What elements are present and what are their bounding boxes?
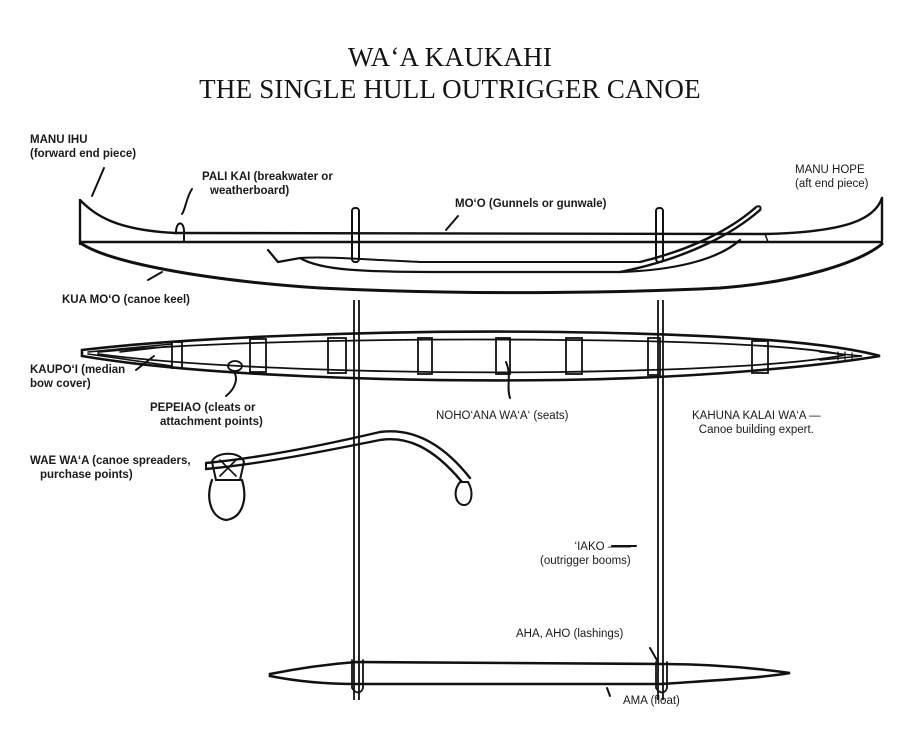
label-aha-aho: AHA, AHO (lashings) <box>516 627 623 641</box>
leader-kua-mo-o <box>147 271 163 281</box>
spreader-loop-right <box>454 481 473 507</box>
leader-pepeiao <box>225 371 237 397</box>
aha-lashing-aft <box>655 661 668 694</box>
seat-frames <box>171 337 769 376</box>
leader-mo-o <box>445 215 459 231</box>
spreader-bar <box>204 430 472 480</box>
label-noho-ana: NOHO‘ANA WA‘A‘ (seats) <box>436 409 568 423</box>
label-pali-kai: PALI KAI (breakwater or weatherboard) <box>202 170 333 198</box>
spreader-loop-left <box>208 478 246 522</box>
label-wae-waa: WAE WA‘A (canoe spreaders, purchase poin… <box>30 454 191 482</box>
leader-lines <box>91 167 659 697</box>
label-mo-o: MO‘O (Gunnels or gunwale) <box>455 197 606 211</box>
pepeiao-cleat <box>227 360 243 372</box>
label-pepeiao-name: PEPEIAO (cleats or <box>150 402 256 414</box>
label-ama-name: AMA (float) <box>623 695 680 707</box>
manu-hope-shape <box>763 196 884 242</box>
wae-waa-detail <box>204 430 473 522</box>
leader-kaupo-i <box>135 355 155 371</box>
label-kahuna-desc: Canoe building expert. <box>698 424 814 436</box>
label-wae-waa-name: WAE WA‘A (canoe spreaders, <box>30 455 191 467</box>
label-pepeiao-desc: attachment points) <box>160 416 263 428</box>
leader-pali-kai <box>181 188 193 215</box>
label-kaupo-i: KAUPO‘I (median bow cover) <box>30 363 125 391</box>
label-kaupo-i-desc: bow cover) <box>30 378 91 390</box>
label-kahuna: KAHUNA KALAI WA‘A — Canoe building exper… <box>692 409 821 437</box>
label-manu-hope-name: MANU HOPE <box>795 164 865 176</box>
label-kaupo-i-name: KAUPO‘I (median <box>30 364 126 376</box>
hull-inner-top <box>97 338 846 374</box>
iako-booms <box>353 300 664 700</box>
leader-aha-aho <box>649 647 659 663</box>
label-kahuna-name: KAHUNA KALAI WA‘A — <box>692 410 821 422</box>
hull-bottom <box>80 242 884 295</box>
hull-outline-top <box>80 330 881 382</box>
label-manu-ihu-desc: (forward end piece) <box>30 148 137 160</box>
label-noho-ana-name: NOHO‘ANA WA‘A‘ (seats) <box>436 410 569 422</box>
label-kua-mo-o-name: KUA MO‘O (canoe keel) <box>62 294 191 306</box>
ama-float <box>268 659 791 694</box>
label-aha-aho-name: AHA, AHO (lashings) <box>516 628 624 640</box>
leader-ama <box>606 687 611 697</box>
diagram-title-english: THE SINGLE HULL OUTRIGGER CANOE <box>199 74 701 104</box>
gunwale-top <box>173 231 767 236</box>
leader-manu-ihu <box>91 167 105 197</box>
label-mo-o-name: MO‘O (Gunnels or gunwale) <box>455 198 607 210</box>
label-manu-hope: MANU HOPE (aft end piece) <box>795 163 869 191</box>
label-manu-ihu: MANU IHU (forward end piece) <box>30 133 136 161</box>
label-kua-mo-o: KUA MO‘O (canoe keel) <box>62 293 190 307</box>
label-iako-desc: (outrigger booms) <box>540 555 631 567</box>
pali-kai-shape <box>175 222 185 243</box>
leader-noho-ana <box>505 361 511 399</box>
diagram-title-hawaiian: WA‘A KAUKAHI <box>347 42 553 72</box>
label-pali-kai-desc: weatherboard) <box>210 185 290 197</box>
label-iako-name: ‘IAKO —— <box>574 541 631 553</box>
spreader-knot <box>210 452 246 481</box>
ama-outline <box>268 660 791 686</box>
aha-lashing-forward <box>351 659 364 694</box>
label-wae-waa-desc: purchase points) <box>40 469 133 481</box>
label-iako: ‘IAKO —— (outrigger booms) <box>540 540 631 568</box>
inner-sheer <box>266 238 742 274</box>
manu-ihu-shape <box>78 198 177 240</box>
label-manu-ihu-name: MANU IHU <box>30 134 88 146</box>
canoe-side-view <box>78 196 884 295</box>
label-pepeiao: PEPEIAO (cleats or attachment points) <box>150 401 263 429</box>
kaupoi-shape <box>87 343 173 367</box>
canoe-top-view <box>80 330 881 382</box>
label-ama: AMA (float) <box>623 694 680 708</box>
label-manu-hope-desc: (aft end piece) <box>795 178 869 190</box>
label-pali-kai-name: PALI KAI (breakwater or <box>202 171 333 183</box>
